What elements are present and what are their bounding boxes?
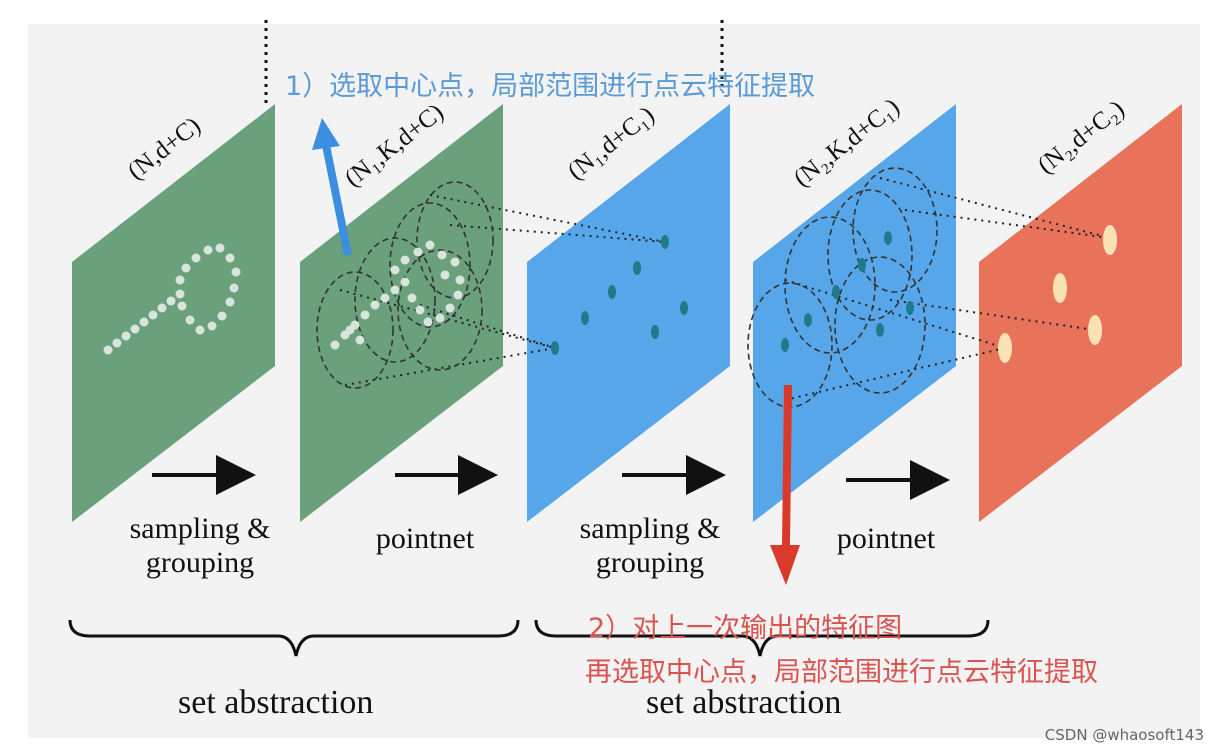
step-label-2: pointnet (345, 522, 505, 556)
grouped-centroid-point (876, 323, 884, 337)
grouped-point (415, 305, 425, 315)
grouped-point (440, 270, 450, 280)
output-centroid-point (1088, 315, 1102, 345)
set-abstraction-label-2: set abstraction (646, 684, 842, 721)
centroid-point (680, 301, 688, 315)
plane-input (72, 104, 275, 522)
blue-annotation-arrow (312, 118, 352, 256)
centroid-point (551, 341, 559, 355)
output-centroid-point (1053, 273, 1067, 303)
watermark: CSDN @whaosoft143 (1044, 726, 1204, 744)
plane-features-1 (527, 104, 730, 522)
step-label-2-line1: pointnet (375, 522, 475, 555)
grouped-point (345, 325, 355, 335)
input-point (225, 253, 235, 263)
input-points (103, 243, 241, 355)
set-abstraction-label-1: set abstraction (178, 684, 374, 721)
grouped-point (380, 293, 390, 303)
centroid-point (608, 285, 616, 299)
grouped-centroid-point (858, 258, 866, 272)
input-point (103, 345, 113, 355)
annotation-red-line1: 2）对上一次输出的特征图 (588, 613, 903, 644)
input-point (121, 331, 131, 341)
grouped-point (407, 293, 417, 303)
grouped-point (455, 275, 465, 285)
grouped-point (450, 257, 460, 267)
input-point (166, 296, 176, 306)
grouped-centroid-points (781, 231, 914, 352)
grouping-circles-1 (316, 181, 494, 389)
step-label-4: pointnet (806, 522, 966, 556)
input-point (195, 325, 205, 335)
plane-grouped-1 (300, 104, 503, 522)
input-point (191, 253, 201, 263)
step-label-3-line1: sampling & (579, 512, 721, 545)
input-point (231, 267, 241, 277)
input-point (203, 245, 213, 255)
centroid-point (651, 325, 659, 339)
grouping-circles-2 (747, 167, 938, 408)
input-point (229, 283, 239, 293)
plane-grouped-2 (753, 104, 956, 522)
grouped-centroid-point (804, 313, 812, 327)
step-label-3-line2: grouping (595, 546, 705, 579)
brace-right (534, 619, 990, 657)
grouped-points (330, 240, 465, 350)
annotation-red-line2: 再选取中心点，局部范围进行点云特征提取 (585, 657, 1098, 688)
input-point (112, 338, 122, 348)
centroid-point (633, 261, 641, 275)
input-point (177, 301, 187, 311)
step-label-1-line1: sampling & (129, 512, 271, 545)
input-point (148, 310, 158, 320)
input-point (217, 311, 227, 321)
grouped-point (453, 290, 463, 300)
annotation-blue: 1）选取中心点，局部范围进行点云特征提取 (285, 71, 816, 102)
input-point (207, 321, 217, 331)
projection-lines-1 (339, 194, 666, 386)
output-centroid-point (1103, 225, 1117, 255)
brace-left (68, 619, 520, 657)
grouped-point (423, 317, 433, 327)
grouped-point (437, 250, 447, 260)
input-point (225, 297, 235, 307)
input-point (130, 324, 140, 334)
centroid-point (581, 311, 589, 325)
centroid-point (661, 235, 669, 249)
grouped-point (445, 303, 455, 313)
input-point (215, 243, 225, 253)
grouped-centroid-point (781, 338, 789, 352)
grouped-point (390, 285, 400, 295)
input-point (175, 275, 185, 285)
grouped-point (400, 277, 410, 287)
red-annotation-arrow (770, 384, 800, 585)
grouped-point (360, 310, 370, 320)
plane-features-2 (979, 104, 1182, 522)
grouped-point (355, 335, 365, 345)
projection-lines-2 (784, 177, 1111, 401)
input-point (139, 317, 149, 327)
grouped-point (390, 265, 400, 275)
input-point (157, 303, 167, 313)
grouped-point (413, 247, 423, 257)
input-point (181, 263, 191, 273)
grouped-point (435, 313, 445, 323)
step-label-4-line1: pointnet (836, 522, 936, 555)
centroid-points-2 (998, 225, 1117, 363)
output-centroid-point (998, 333, 1012, 363)
input-point (175, 289, 185, 299)
step-label-3: sampling & grouping (555, 512, 745, 580)
step-label-1-line2: grouping (145, 546, 255, 579)
grouped-point (370, 300, 380, 310)
input-point (185, 315, 195, 325)
grouped-centroid-point (906, 301, 914, 315)
centroid-points-1 (551, 235, 688, 355)
grouped-centroid-point (832, 285, 840, 299)
grouped-point (425, 240, 435, 250)
grouped-point (330, 340, 340, 350)
step-label-1: sampling & grouping (105, 512, 295, 580)
grouped-point (400, 255, 410, 265)
grouped-centroid-point (884, 231, 892, 245)
